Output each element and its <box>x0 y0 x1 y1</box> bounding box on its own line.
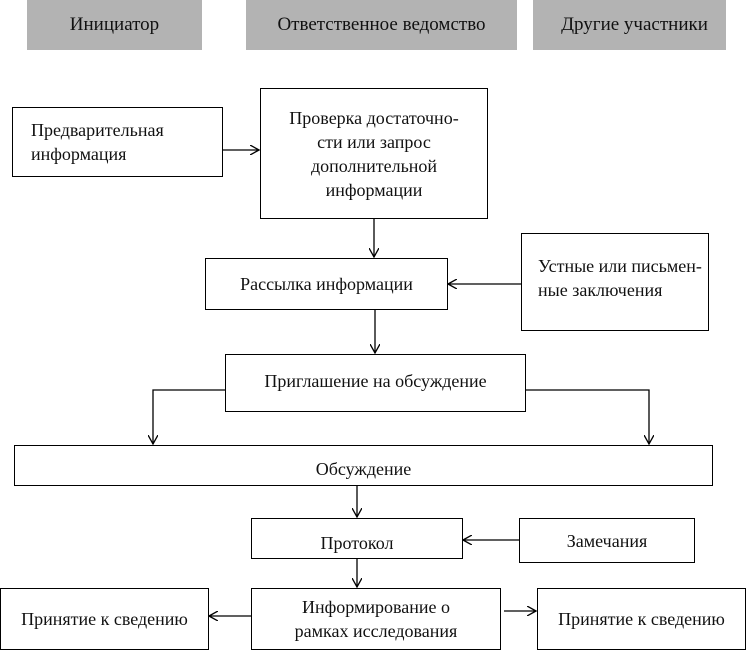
column-header-responsible: Ответственное ведомство <box>246 0 517 50</box>
node-distribution-label: Рассылка информации <box>240 274 413 294</box>
column-header-initiator-label: Инициатор <box>69 14 160 35</box>
node-remarks-label: Замечания <box>566 530 648 551</box>
node-distribution: Рассылка информации <box>205 258 448 310</box>
column-header-initiator: Инициатор <box>27 0 202 50</box>
node-discussion-label: Обсуждение <box>315 458 412 479</box>
node-check-sufficiency: Проверка достаточно- сти или запрос допо… <box>260 88 488 219</box>
node-preliminary-info-label: Предварительная информация <box>31 120 164 164</box>
node-preliminary-info: Предварительная информация <box>12 107 223 177</box>
arrow-invitation-to-discussion-left <box>153 389 225 444</box>
node-acknowledge-left-label: Принятие к сведению <box>21 609 188 629</box>
node-check-sufficiency-label: Проверка достаточно- сти или запрос допо… <box>289 107 459 200</box>
node-discussion: Обсуждение <box>14 445 713 486</box>
node-oral-written-label: Устные или письмен- ные заключения <box>538 256 702 300</box>
node-invitation: Приглашение на обсуждение <box>225 354 526 412</box>
column-header-responsible-label: Ответственное ведомство <box>277 14 486 35</box>
column-header-others-label: Другие участники <box>561 14 708 35</box>
node-invitation-label: Приглашение на обсуждение <box>264 371 487 391</box>
node-acknowledge-right-label: Принятие к сведению <box>558 609 725 629</box>
node-protocol: Протокол <box>251 518 463 559</box>
node-informing-scope-label: Информирование о рамках исследования <box>294 597 458 641</box>
node-acknowledge-left: Принятие к сведению <box>0 588 209 650</box>
column-header-others: Другие участники <box>533 0 726 50</box>
node-protocol-label: Протокол <box>320 532 394 553</box>
node-oral-written: Устные или письмен- ные заключения <box>521 233 709 331</box>
node-remarks: Замечания <box>519 518 695 563</box>
arrow-invitation-to-discussion-right <box>525 389 649 444</box>
node-informing-scope: Информирование о рамках исследования <box>251 588 501 650</box>
node-acknowledge-right: Принятие к сведению <box>537 588 746 650</box>
